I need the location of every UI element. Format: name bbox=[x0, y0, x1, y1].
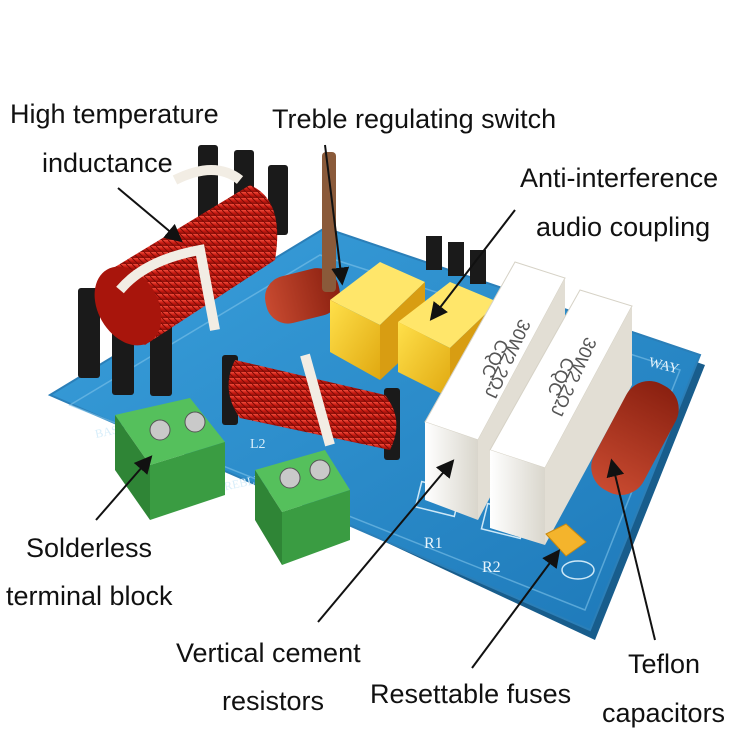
arrow-fuse bbox=[471, 549, 561, 669]
arrow-teflon bbox=[606, 458, 656, 641]
label-terminal-block: terminal block bbox=[6, 581, 173, 611]
silkscreen-way: WAY bbox=[647, 355, 680, 377]
silkscreen-r1: R1 bbox=[424, 535, 443, 552]
label-audio-coupling: audio coupling bbox=[536, 212, 711, 242]
label-treble-switch: Treble regulating switch bbox=[272, 104, 557, 134]
label-resettable-fuses: Resettable fuses bbox=[370, 679, 572, 709]
arrow-treble-switch bbox=[324, 144, 350, 286]
label-inductance: inductance bbox=[42, 148, 173, 178]
screw-terminal-bass bbox=[115, 398, 225, 520]
inductor-coil-large bbox=[78, 145, 288, 396]
label-capacitors: capacitors bbox=[602, 698, 726, 728]
label-solderless: Solderless bbox=[26, 533, 153, 563]
treble-switch bbox=[322, 152, 336, 292]
arrow-inductance bbox=[117, 187, 183, 243]
label-teflon: Teflon bbox=[628, 649, 701, 679]
resettable-fuse bbox=[545, 523, 587, 557]
arrow-cement bbox=[317, 459, 455, 623]
callout-arrows bbox=[95, 144, 656, 669]
label-vertical-cement: Vertical cement bbox=[176, 638, 361, 668]
silkscreen-r2: R2 bbox=[482, 559, 501, 576]
silkscreen-l2: L2 bbox=[250, 437, 266, 452]
label-resistors: resistors bbox=[222, 686, 325, 716]
arrow-coupling bbox=[429, 209, 516, 321]
arrow-terminal bbox=[95, 455, 153, 521]
teflon-capacitor-top bbox=[264, 268, 341, 324]
inductor-coil-small bbox=[222, 353, 400, 460]
cement-resistors: 30W2.2ΩJ CQC 30W2.2ΩJ CQC bbox=[424, 261, 633, 545]
label-high-temperature: High temperature bbox=[10, 99, 219, 129]
screw-terminal-treble bbox=[255, 450, 350, 565]
label-anti-interference: Anti-interference bbox=[520, 163, 719, 193]
